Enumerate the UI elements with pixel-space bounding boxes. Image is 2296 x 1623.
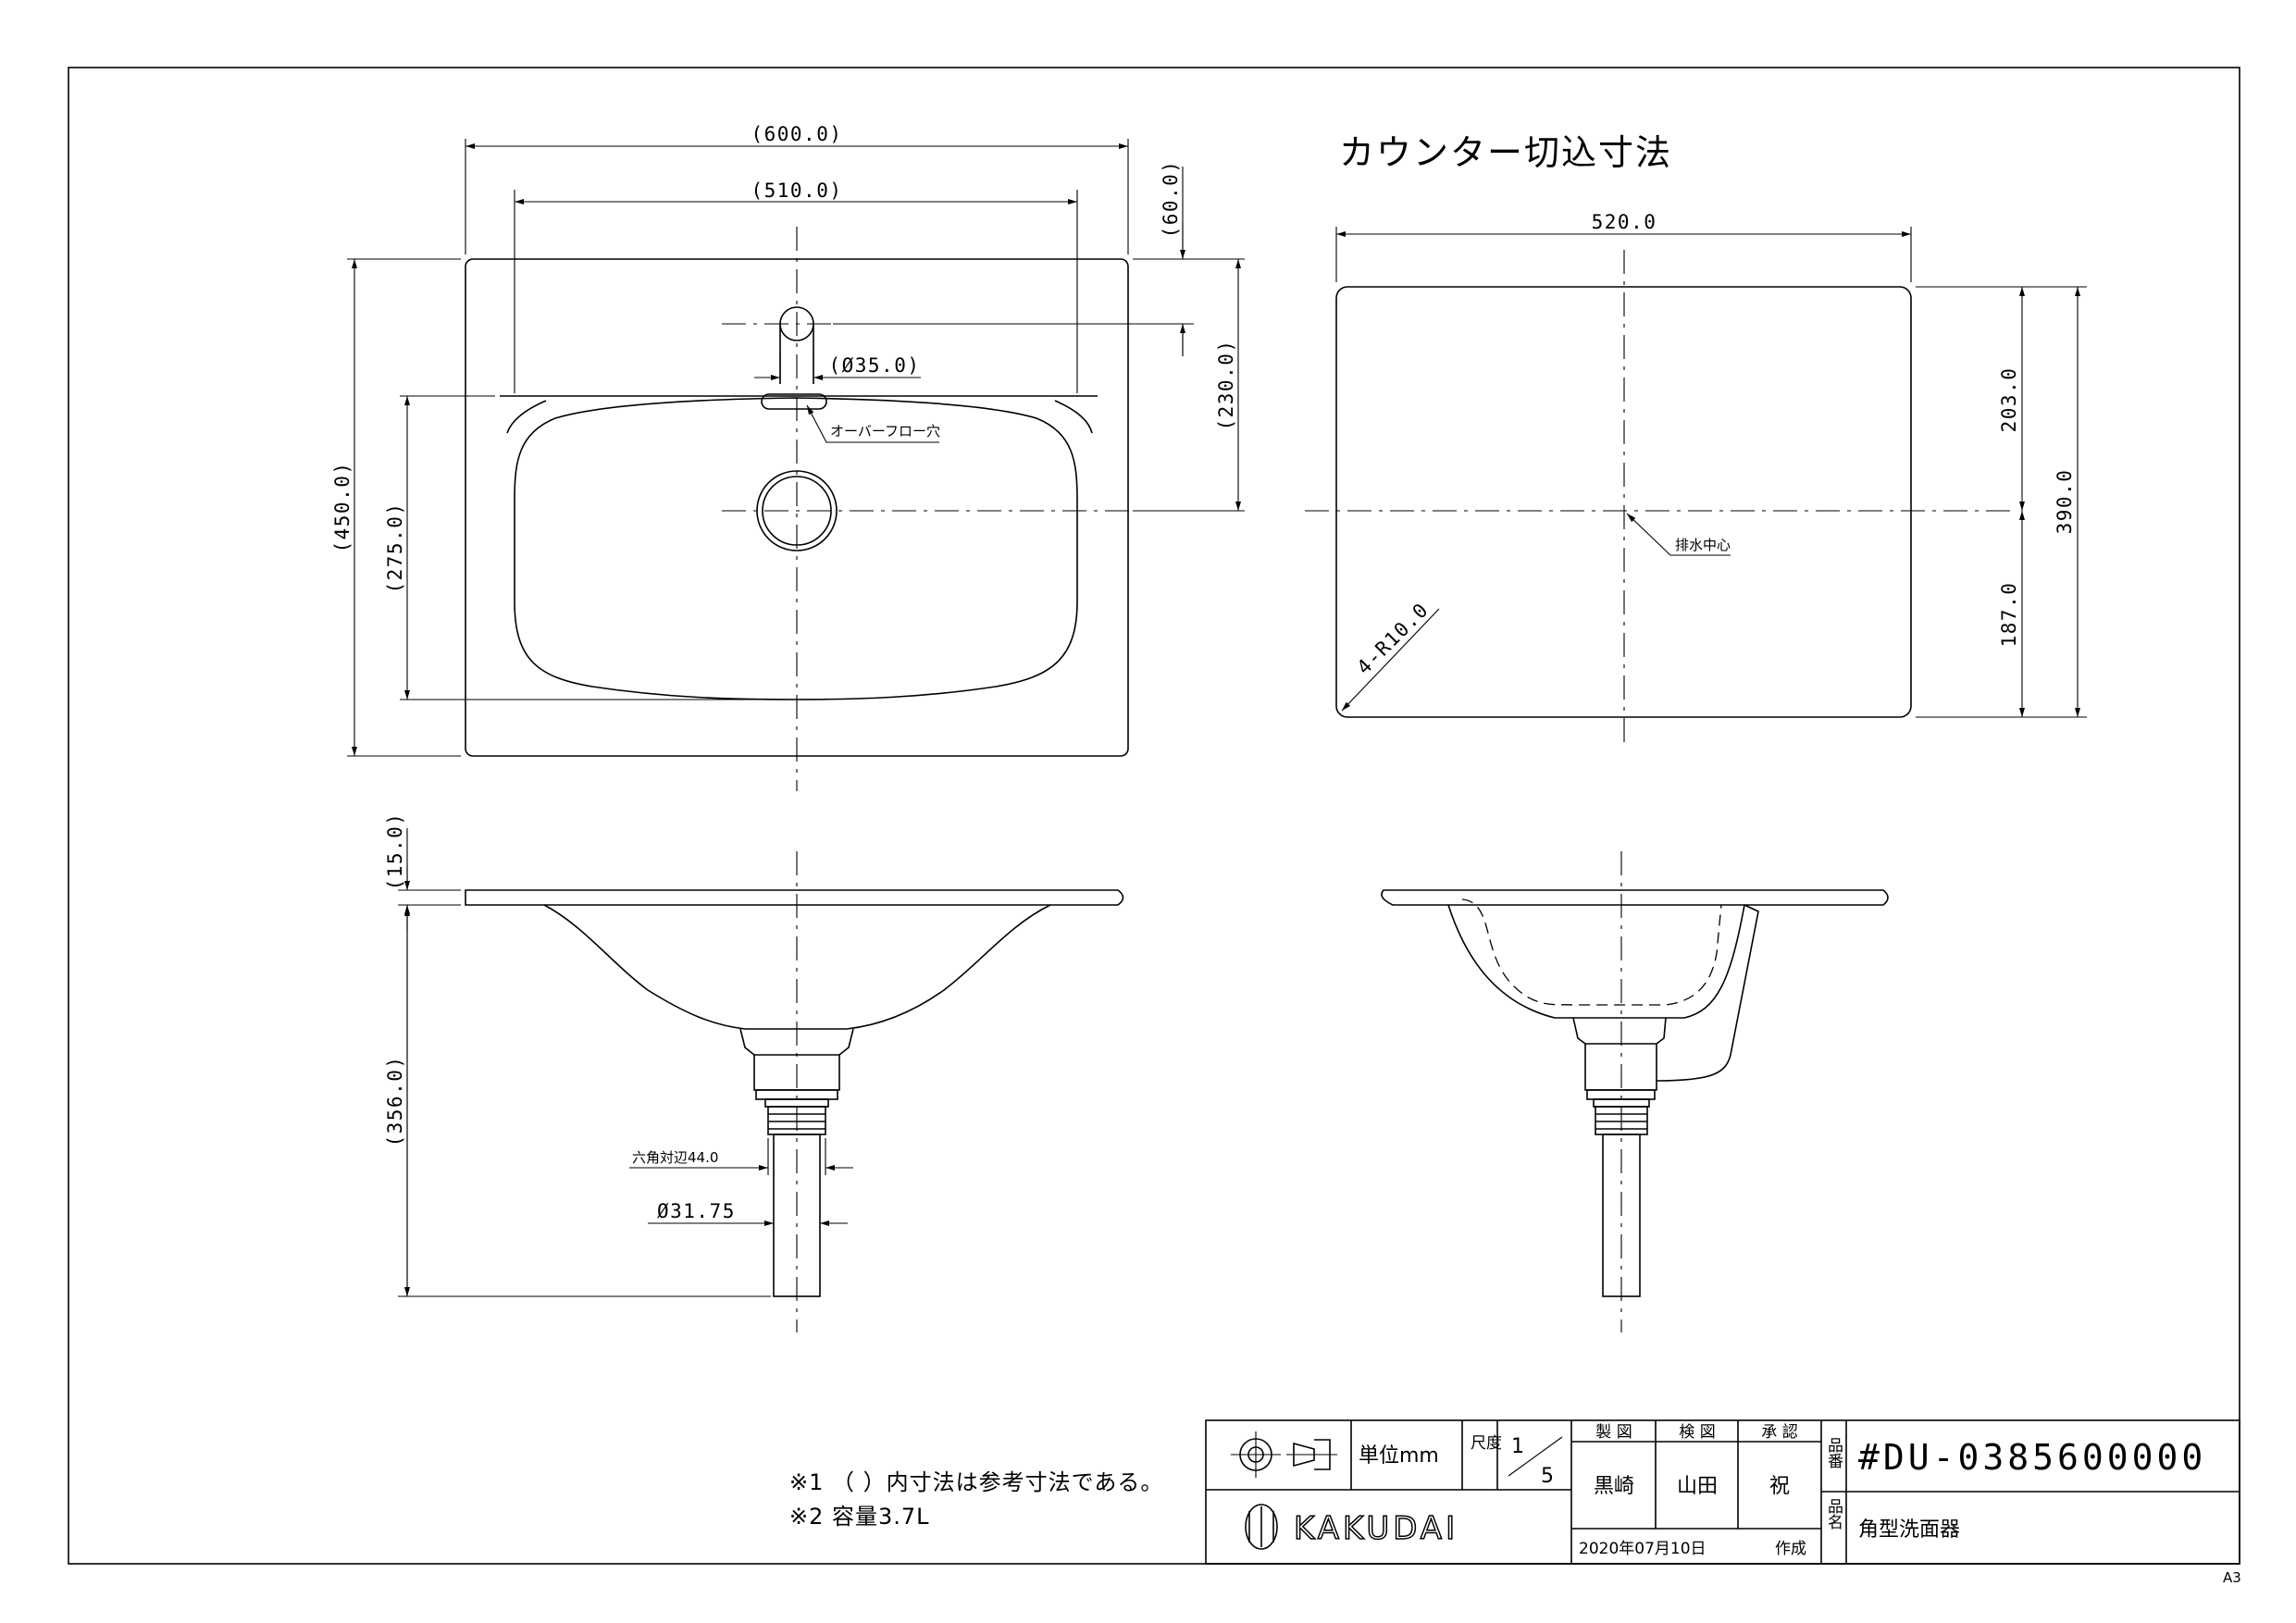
dim-rim: (15.0) <box>384 812 406 891</box>
note-1: ※1 （ ）内寸法は参考寸法である。 <box>789 1469 1163 1495</box>
role-checked: 検 図 <box>1679 1423 1715 1442</box>
cutout-radius: 4-R10.0 <box>1353 599 1433 679</box>
paper-size: A3 <box>2223 1569 2241 1586</box>
cutout-width: 520.0 <box>1592 211 1657 233</box>
dim-width-overall: (600.0) <box>751 123 842 145</box>
unit-label: 単位mm <box>1359 1444 1439 1468</box>
role-approved: 承 認 <box>1761 1423 1797 1442</box>
part-no: #DU-0385600000 <box>1858 1437 2206 1478</box>
dim-bowl-depth: (275.0) <box>384 502 406 593</box>
top-view: (600.0) (510.0) (60.0) (230.0) (450.0) (… <box>331 123 1245 791</box>
cutout-lower: 187.0 <box>1998 582 2020 648</box>
scale-den: 5 <box>1541 1465 1554 1488</box>
scale-num: 1 <box>1511 1435 1524 1458</box>
dim-width-bowl: (510.0) <box>751 180 842 202</box>
note-2: ※2 容量3.7L <box>789 1504 930 1530</box>
front-view: (15.0) (356.0) 六角対辺44.0 Ø31.75 <box>384 812 1124 1332</box>
dim-depth-overall: (450.0) <box>331 461 354 552</box>
part-no-label: 品番 <box>1824 1437 1843 1468</box>
cutout-outline <box>1335 286 1912 718</box>
sheet-frame <box>68 67 2240 1565</box>
dim-drain-from-top: (230.0) <box>1215 339 1237 430</box>
name-drafted: 黒崎 <box>1594 1475 1634 1498</box>
overflow-label: オーバーフロー穴 <box>830 423 940 440</box>
dim-faucet-hole: (Ø35.0) <box>828 354 920 377</box>
cutout-view: カウンター切込寸法 520.0 203.0 187.0 390.0 4-R10.… <box>1305 132 2087 750</box>
overflow-hole <box>761 393 827 410</box>
dim-height: (356.0) <box>384 1055 406 1146</box>
kakudai-logo-icon <box>1245 1504 1278 1550</box>
title-block: 単位mm 尺度 1 5 製 図 検 図 承 認 黒崎 山田 祝 品番 #DU-0… <box>1205 1419 2240 1565</box>
cutout-total: 390.0 <box>2054 469 2076 535</box>
creation-suffix: 作成 <box>1775 1540 1806 1558</box>
name-checked: 山田 <box>1677 1475 1718 1498</box>
dim-faucet-offset: (60.0) <box>1160 160 1182 239</box>
side-rim <box>1381 889 1889 906</box>
company-name: KAKUDAI <box>1294 1510 1458 1547</box>
front-rim <box>465 889 1124 906</box>
scale-label: 尺度 <box>1471 1434 1502 1453</box>
drain-center-label: 排水中心 <box>1675 537 1731 553</box>
front-bowl <box>543 904 1051 1030</box>
dim-hex: 六角対辺44.0 <box>632 1149 718 1166</box>
role-drafted: 製 図 <box>1595 1423 1632 1442</box>
cutout-title: カウンター切込寸法 <box>1339 132 1672 173</box>
side-view <box>1381 851 1889 1332</box>
bowl-outline <box>514 397 1078 700</box>
product-name: 角型洗面器 <box>1858 1518 1960 1542</box>
dim-pipe: Ø31.75 <box>657 1200 736 1222</box>
product-label: 品名 <box>1824 1498 1843 1530</box>
cutout-upper: 203.0 <box>1998 367 2020 433</box>
projection-symbol-icon <box>1231 1431 1337 1478</box>
name-approved: 祝 <box>1769 1475 1790 1498</box>
creation-date: 2020年07月10日 <box>1579 1540 1706 1558</box>
